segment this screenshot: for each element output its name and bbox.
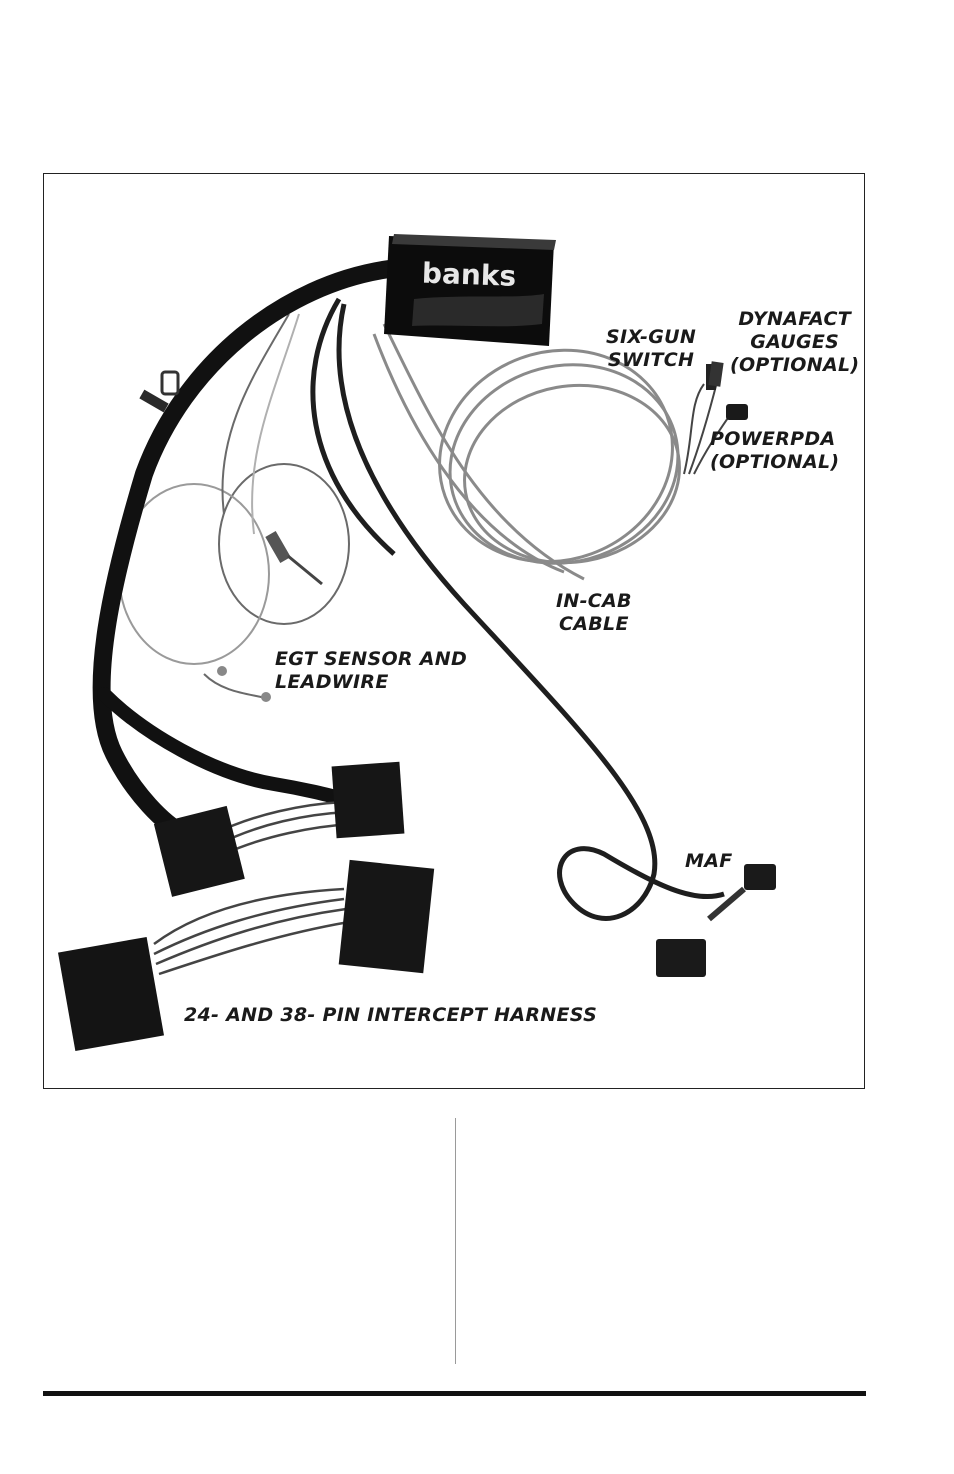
powerpda-connector-icon — [726, 404, 748, 420]
dynafact-gauges-label: DYNAFACT GAUGES (OPTIONAL) — [730, 308, 859, 377]
label-line: IN-CAB — [556, 590, 632, 613]
egt-sensor-label: EGT SENSOR AND LEADWIRE — [275, 648, 467, 694]
label-line: SIX-GUN — [606, 326, 696, 349]
24-pin-connector-icon — [58, 937, 164, 1051]
label-line: (OPTIONAL) — [710, 451, 839, 474]
maf-connectors — [656, 864, 776, 977]
footer-rule — [43, 1391, 866, 1396]
egt-sensor-probe-icon — [265, 531, 322, 584]
in-cab-cable-label: IN-CAB CABLE — [556, 590, 632, 636]
label-line: SWITCH — [606, 349, 696, 372]
six-gun-switch-label: SIX-GUN SWITCH — [606, 326, 696, 372]
powerpda-label: POWERPDA (OPTIONAL) — [710, 428, 839, 474]
label-line: EGT SENSOR AND — [275, 648, 467, 671]
label-line: (OPTIONAL) — [730, 354, 859, 377]
egt-terminal-icon — [217, 666, 227, 676]
egt-terminal-icon — [261, 692, 271, 702]
column-divider — [455, 1118, 456, 1364]
product-photo-frame: banks SIX-GUN SWITCH DYNAFACT GAUGES (OP… — [43, 173, 865, 1089]
label-line: DYNAFACT — [730, 308, 859, 331]
label-line: GAUGES — [730, 331, 859, 354]
main-harness-bundle — [102, 269, 389, 834]
label-line: POWERPDA — [710, 428, 839, 451]
label-line: CABLE — [556, 613, 632, 636]
banks-logo: banks — [421, 257, 516, 293]
38-pin-connector-icon — [339, 860, 435, 973]
maf-label: MAF — [685, 850, 733, 873]
harness-connector-icon — [332, 762, 405, 839]
intercept-harness-label: 24- AND 38- PIN INTERCEPT HARNESS — [184, 1004, 597, 1027]
label-line: LEADWIRE — [275, 671, 467, 694]
